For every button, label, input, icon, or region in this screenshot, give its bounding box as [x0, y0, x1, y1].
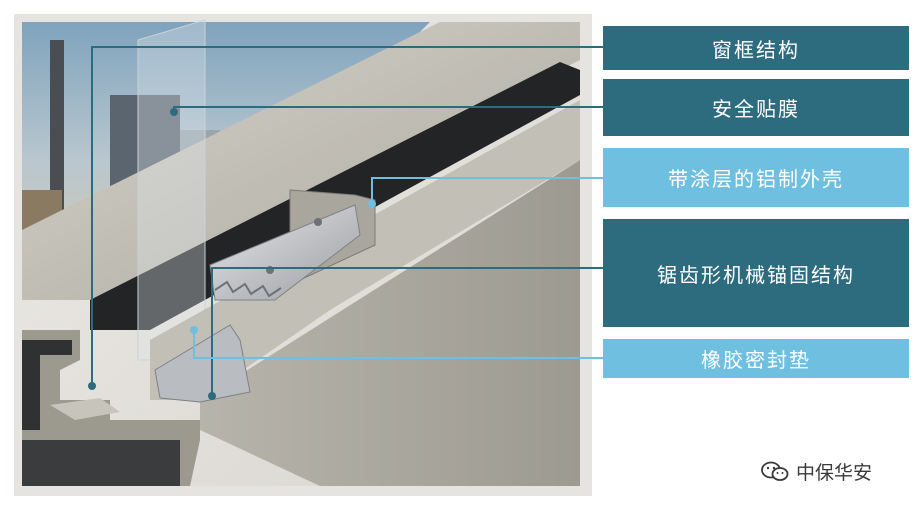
wechat-icon [760, 460, 790, 484]
label-rubber-gasket: 橡胶密封垫 [603, 339, 909, 378]
label-safety-film: 安全贴膜 [603, 79, 909, 136]
leader-line-anchor [211, 267, 603, 396]
serrated-teeth [214, 280, 282, 298]
frame-front-face [200, 160, 580, 486]
label-coated-aluminum-housing: 带涂层的铝制外壳 [603, 148, 909, 207]
frame-section-dark [22, 340, 72, 430]
glass-pane [137, 19, 206, 361]
leader-line-housing [371, 177, 603, 204]
frame-top-rail [22, 22, 580, 300]
label-serrated-anchor-structure: 锯齿形机械锚固结构 [603, 219, 909, 327]
frame-section-light [50, 398, 120, 420]
leader-dot [170, 108, 178, 116]
leader-dots [88, 108, 376, 400]
anchor-bolt [314, 218, 322, 226]
watermark: 中保华安 [760, 458, 872, 485]
label-window-frame: 窗框结构 [603, 26, 909, 70]
leader-lines [91, 46, 603, 396]
leader-dot [88, 382, 96, 390]
leader-dot [190, 326, 198, 334]
leader-line-gasket [193, 330, 603, 359]
rubber-gasket [154, 324, 251, 403]
frame-section-dark [22, 440, 180, 486]
leader-line-frame [91, 46, 603, 386]
watermark-text: 中保华安 [796, 462, 873, 484]
leader-dot [208, 392, 216, 400]
leader-dot [368, 200, 376, 208]
